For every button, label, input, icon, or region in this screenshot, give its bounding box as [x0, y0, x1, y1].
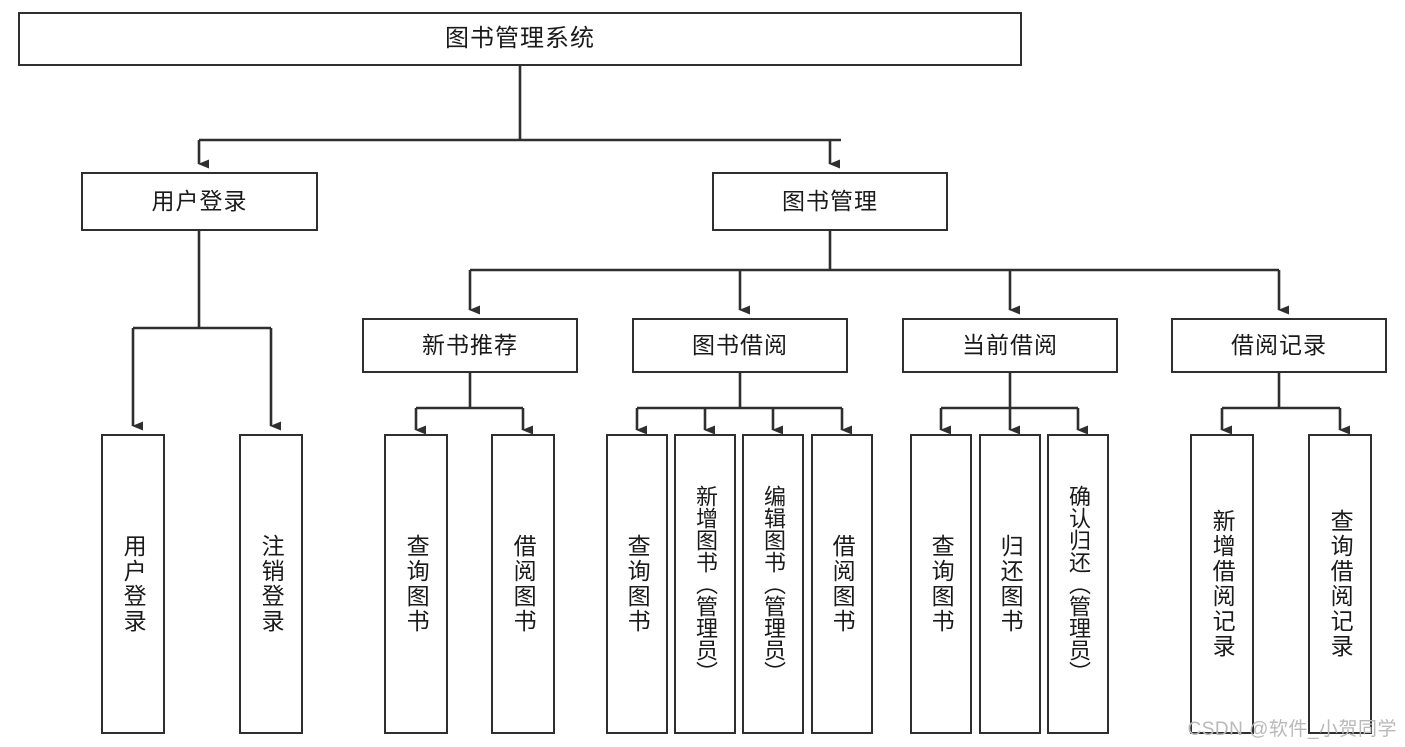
edge-group-borrow-record [1220, 373, 1350, 435]
leaf-label: 查询借阅记录 [1327, 509, 1354, 659]
leaf-current-borrow-query[interactable]: 查询图书 [910, 434, 972, 734]
edge-group-book-manage [468, 231, 1289, 315]
leaf-label: 查询图书 [928, 534, 955, 634]
node-label: 图书借阅 [692, 331, 788, 358]
leaf-book-borrow-borrow[interactable]: 借阅图书 [811, 434, 873, 734]
leaf-label: 新增借阅记录 [1209, 509, 1236, 659]
leaf-label: 查询图书 [624, 534, 651, 634]
leaf-label: 新增图书（管理员） [692, 485, 718, 683]
node-label: 借阅记录 [1231, 331, 1327, 358]
leaf-new-book-borrow[interactable]: 借阅图书 [491, 434, 555, 734]
node-borrow-record[interactable]: 借阅记录 [1171, 318, 1387, 373]
edge-group-current-borrow [939, 373, 1088, 435]
leaf-current-borrow-confirm-return[interactable]: 确认归还（管理员） [1047, 434, 1109, 734]
leaf-label: 查询图书 [403, 534, 430, 634]
leaf-label: 注销登录 [258, 534, 285, 634]
leaf-book-borrow-edit[interactable]: 编辑图书（管理员） [742, 434, 804, 734]
leaf-current-borrow-return[interactable]: 归还图书 [979, 434, 1041, 734]
edge-group-book-borrow [635, 373, 852, 435]
leaf-borrow-record-add[interactable]: 新增借阅记录 [1190, 434, 1254, 734]
node-label: 新书推荐 [422, 331, 518, 358]
edge-group-user-login [131, 231, 281, 431]
leaf-label: 用户登录 [120, 534, 147, 634]
node-new-book-recommend[interactable]: 新书推荐 [362, 318, 578, 373]
leaf-label: 确认归还（管理员） [1065, 485, 1091, 683]
node-book-management[interactable]: 图书管理 [712, 172, 948, 231]
leaf-label: 借阅图书 [510, 534, 537, 634]
node-label: 当前借阅 [962, 331, 1058, 358]
node-current-borrow[interactable]: 当前借阅 [902, 318, 1118, 373]
node-book-borrow[interactable]: 图书借阅 [632, 318, 848, 373]
leaf-book-borrow-query[interactable]: 查询图书 [606, 434, 668, 734]
node-label: 图书管理系统 [445, 24, 595, 52]
node-root-system[interactable]: 图书管理系统 [18, 12, 1022, 66]
watermark-text: CSDN @软件_小贺同学 [1187, 719, 1397, 740]
leaf-label: 借阅图书 [829, 534, 856, 634]
edge-group-root [197, 66, 841, 169]
leaf-label: 归还图书 [997, 534, 1024, 634]
leaf-book-borrow-add[interactable]: 新增图书（管理员） [674, 434, 736, 734]
node-label: 图书管理 [782, 187, 878, 214]
edge-group-new-book [414, 373, 533, 435]
node-label: 用户登录 [151, 187, 248, 214]
leaf-user-login-logout[interactable]: 注销登录 [239, 434, 303, 734]
leaf-user-login-login[interactable]: 用户登录 [101, 434, 165, 734]
leaf-borrow-record-query[interactable]: 查询借阅记录 [1308, 434, 1372, 734]
leaf-label: 编辑图书（管理员） [760, 485, 786, 683]
node-user-login[interactable]: 用户登录 [81, 172, 318, 231]
leaf-new-book-query[interactable]: 查询图书 [384, 434, 448, 734]
